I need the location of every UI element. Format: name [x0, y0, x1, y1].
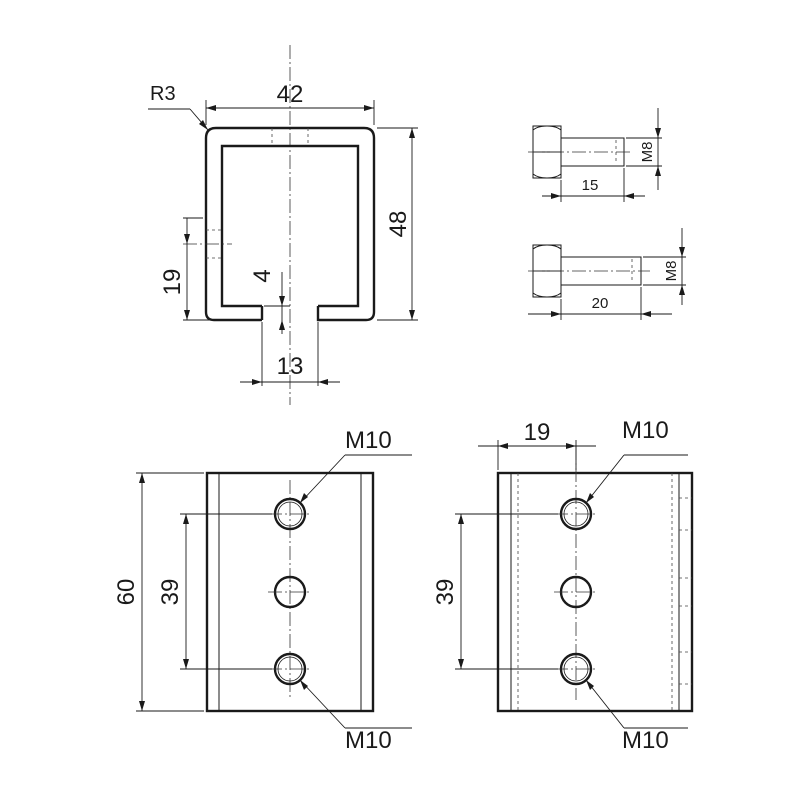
plate-side-hole-middle [554, 575, 598, 609]
plate-front-bottom-hole-label: M10 [345, 727, 392, 754]
lip-height-label: 19 [159, 269, 186, 296]
plate-side-bottom-leader-arrow [586, 680, 594, 690]
plate-side-bottom-leader [585, 679, 625, 729]
plate-side-hole-bottom [554, 652, 598, 686]
plate-side-outline [496, 471, 694, 713]
bolt-short-head-chamfer-bottom [532, 173, 562, 179]
plate-side-hole-top [554, 497, 598, 531]
width-label: 42 [277, 81, 304, 108]
plate-side-top-leader [585, 454, 625, 504]
bolt-long-m8-arrow-top [679, 247, 685, 257]
bolt-short-head-chamfer-top [532, 125, 562, 131]
plate-front-spacing-label: 39 [157, 579, 184, 606]
lip-thickness-label: 4 [249, 269, 276, 282]
lip-arrow-top [184, 234, 190, 244]
slot-arrow-right [318, 379, 328, 385]
height-arrow-bottom [409, 310, 415, 320]
plate-front-hole-middle [268, 575, 312, 609]
profile-outer-contour [204, 126, 376, 322]
bolt-short: M8 15 [528, 108, 662, 202]
plate-front-top-hole-label: M10 [345, 427, 392, 454]
bolt-short-thread-label: M8 [639, 142, 656, 163]
plate-front-bottom-leader-arrow [300, 680, 308, 690]
radius-label: R3 [150, 83, 176, 105]
plate-side-spacing-arrow-bottom [458, 659, 464, 669]
bolt-long-len-arrow-right [641, 311, 651, 317]
slot-arrow-left [252, 379, 262, 385]
width-arrow-right [364, 105, 374, 111]
bolt-short-shank [560, 137, 625, 167]
bolt-long-head-chamfer-top [532, 244, 562, 250]
slot-width-label: 13 [277, 353, 304, 380]
plate-front-spacing-arrow-top [183, 514, 189, 524]
plate-side-bottom-hole-label: M10 [622, 727, 669, 754]
plate-front-top-leader-arrow [300, 493, 308, 503]
bolt-long-thread-label: M8 [663, 261, 680, 282]
plate-side-view: 19 39 M10 M10 [432, 417, 694, 754]
bolt-short-m8-arrow-bottom [655, 166, 661, 176]
plate-side-spacing-arrow-top [458, 514, 464, 524]
plate-side-top-hole-label: M10 [622, 417, 669, 444]
plate-front-outline [205, 471, 375, 713]
plate-height-label: 60 [113, 579, 140, 606]
bolt-short-len-arrow-left [551, 193, 561, 199]
thickness-arrow-bottom [279, 320, 285, 330]
bolt-long-length-label: 20 [592, 295, 609, 312]
bolt-long-m8-arrow-bottom [679, 285, 685, 295]
width-arrow-left [206, 105, 216, 111]
plate-height-arrow-top [139, 473, 145, 483]
plate-front-top-leader [299, 454, 346, 504]
plate-front-hole-bottom [268, 652, 312, 686]
plate-front-spacing-arrow-bottom [183, 659, 189, 669]
bolt-short-len-arrow-right [624, 193, 634, 199]
bolt-short-m8-arrow-top [655, 128, 661, 138]
radius-arrow [199, 120, 208, 130]
plate-side-spacing-label: 39 [432, 579, 459, 606]
height-arrow-top [409, 128, 415, 138]
plate-side-offset-arrow-right [566, 443, 576, 449]
plate-side-offset-arrow-left [498, 443, 508, 449]
plate-front-view: 60 39 M10 M10 [113, 427, 412, 754]
plate-front-hole-top [268, 497, 312, 531]
bolt-short-length-label: 15 [582, 177, 599, 194]
bolt-long: M8 20 [528, 228, 686, 320]
profile-view: R3 42 48 19 4 13 [148, 45, 418, 405]
height-label: 48 [385, 211, 412, 238]
lip-arrow-bottom [184, 310, 190, 320]
plate-side-offset-label: 19 [524, 419, 551, 446]
plate-front-bottom-leader [299, 679, 346, 729]
profile-inner-contour [220, 144, 360, 320]
plate-side-top-leader-arrow [586, 493, 594, 503]
bolt-long-len-arrow-left [551, 311, 561, 317]
thickness-arrow-top [279, 296, 285, 306]
plate-height-arrow-bottom [139, 701, 145, 711]
bolt-long-head-chamfer-bottom [532, 292, 562, 298]
